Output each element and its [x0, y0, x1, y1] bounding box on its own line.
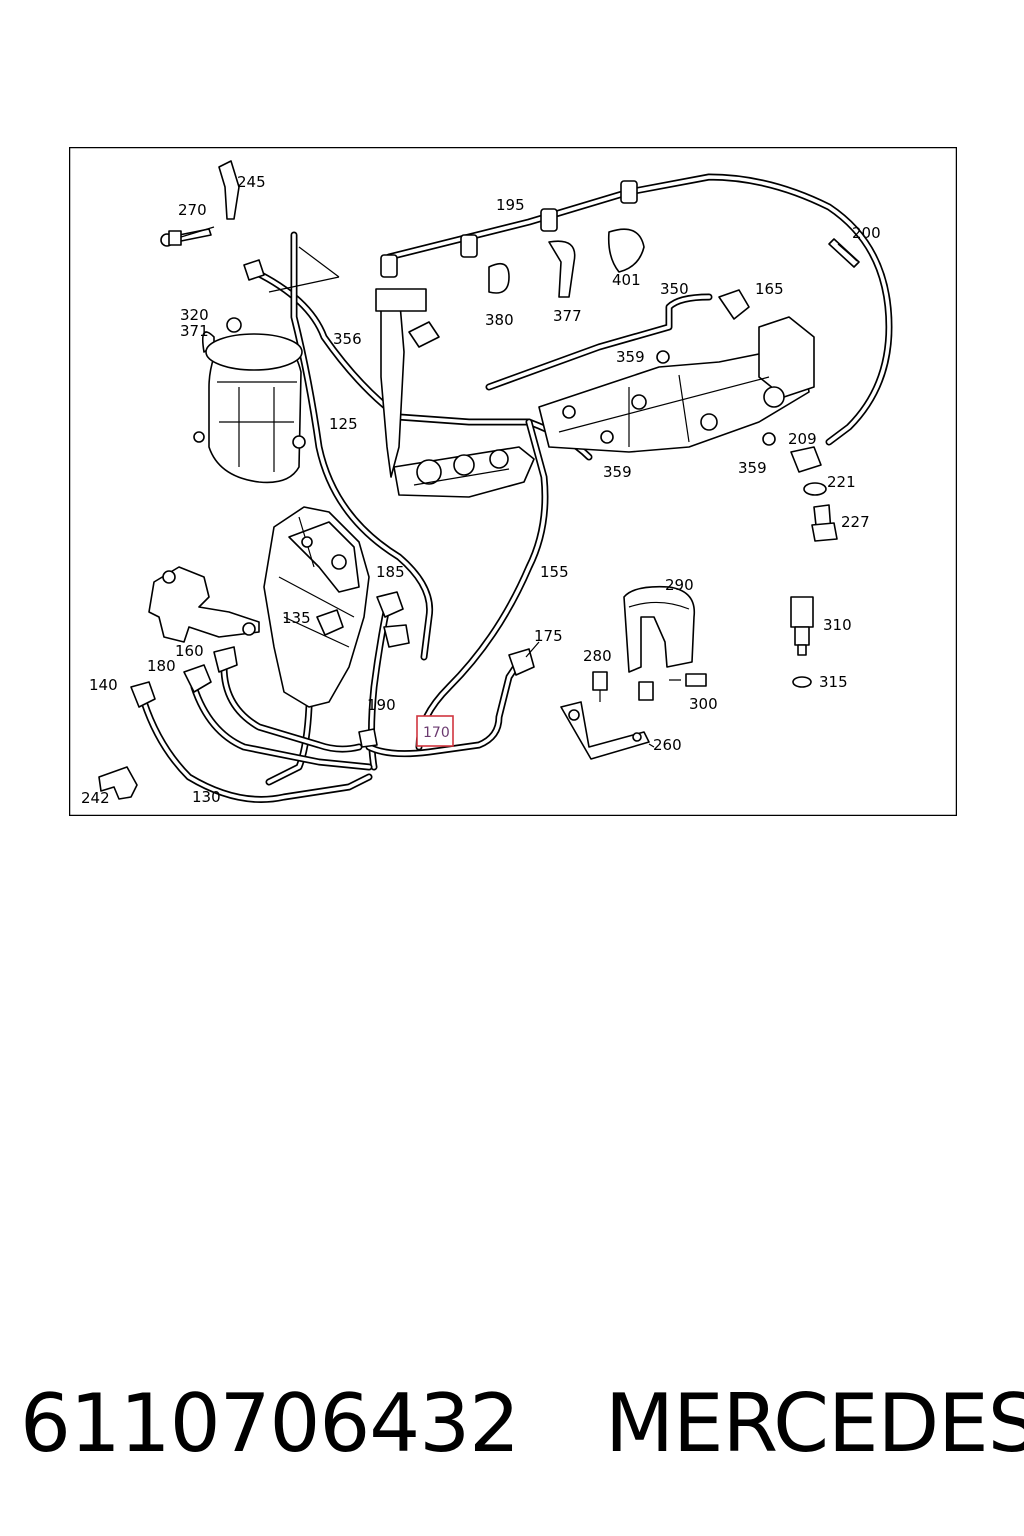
label-260: 260 — [653, 736, 682, 754]
clip-242 — [98, 766, 138, 800]
callout-labels: 245 270 195 200 380 377 401 350 165 320 … — [81, 173, 881, 807]
parts-diagram: 245 270 195 200 380 377 401 350 165 320 … — [69, 147, 957, 816]
label-175: 175 — [534, 627, 563, 645]
label-155: 155 — [540, 563, 569, 581]
pressure-sensor-310 — [790, 596, 814, 688]
pipe-fittings — [130, 591, 535, 748]
hose-sleeve-200 — [828, 238, 860, 268]
high-pressure-pump — [263, 506, 370, 708]
label-300: 300 — [689, 695, 718, 713]
label-245: 245 — [237, 173, 266, 191]
label-195: 195 — [496, 196, 525, 214]
label-165: 165 — [755, 280, 784, 298]
label-359-right: 359 — [738, 459, 767, 477]
label-320: 320 — [180, 306, 209, 324]
regulator-assembly — [148, 566, 260, 643]
label-356: 356 — [333, 330, 362, 348]
label-200: 200 — [852, 224, 881, 242]
pipes — [140, 173, 893, 803]
label-190: 190 — [367, 696, 396, 714]
footer-caption: 6110706432 MERCEDES — [20, 1368, 1024, 1478]
label-377: 377 — [553, 307, 582, 325]
fuel-filter-housing — [193, 331, 306, 484]
label-280: 280 — [583, 647, 612, 665]
label-401: 401 — [612, 271, 641, 289]
label-221: 221 — [827, 473, 856, 491]
label-310: 310 — [823, 616, 852, 634]
label-359-top: 359 — [616, 348, 645, 366]
label-359-mid: 359 — [603, 463, 632, 481]
label-315: 315 — [819, 673, 848, 691]
label-160: 160 — [175, 642, 204, 660]
label-135: 135 — [282, 609, 311, 627]
bracket-260 — [560, 681, 654, 760]
label-125: 125 — [329, 415, 358, 433]
label-130: 130 — [192, 788, 221, 806]
bolts — [592, 671, 707, 702]
fuel-distributor — [538, 316, 815, 453]
label-185: 185 — [376, 563, 405, 581]
highlight-box-170 — [416, 715, 454, 747]
leader-lines — [268, 246, 655, 748]
label-242: 242 — [81, 789, 110, 807]
label-209: 209 — [788, 430, 817, 448]
label-170-highlighted: 170 — [423, 725, 450, 741]
banjo-fitting — [790, 446, 838, 542]
bolt-270 — [168, 226, 215, 246]
damper-290 — [623, 585, 696, 673]
label-371: 371 — [180, 322, 209, 340]
injector — [375, 288, 440, 478]
label-290: 290 — [665, 576, 694, 594]
common-rail — [393, 446, 535, 498]
label-270: 270 — [178, 201, 207, 219]
label-180: 180 — [147, 657, 176, 675]
label-380: 380 — [485, 311, 514, 329]
brand-name: MERCEDES — [604, 1376, 1024, 1470]
label-227: 227 — [841, 513, 870, 531]
label-140: 140 — [89, 676, 118, 694]
label-350: 350 — [660, 280, 689, 298]
part-number: 6110706432 — [20, 1376, 520, 1470]
